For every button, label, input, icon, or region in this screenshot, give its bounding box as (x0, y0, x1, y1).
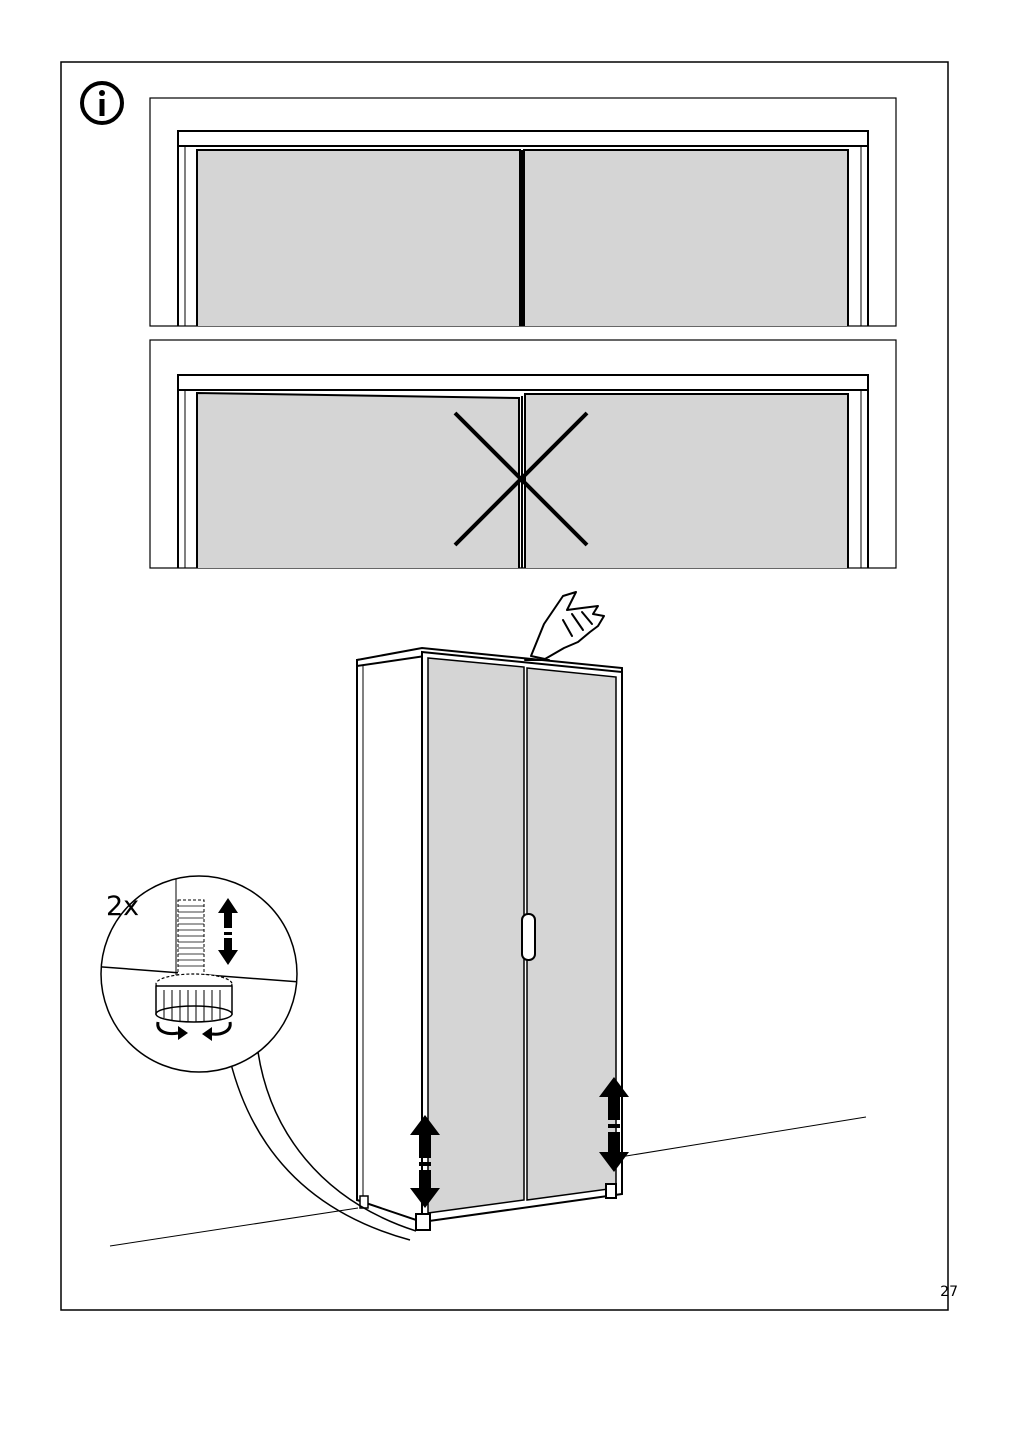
page-frame (60, 61, 949, 1311)
rotate-arrows-icon (156, 1021, 232, 1041)
correct-alignment-panel (149, 97, 897, 327)
wardrobe-illustration (109, 591, 867, 1247)
page-number: 27 (940, 1284, 958, 1300)
foot-detail-callout: 2x (100, 875, 417, 1241)
up-down-arrow-icon (218, 898, 238, 965)
hand-press-icon (524, 591, 605, 661)
quantity-label: 2x (106, 891, 139, 922)
up-down-arrow-icon (599, 1077, 629, 1172)
incorrect-alignment-panel (149, 339, 897, 569)
incorrect-cross-icon (453, 411, 589, 547)
up-down-arrow-icon (410, 1115, 440, 1208)
info-icon (80, 81, 124, 125)
